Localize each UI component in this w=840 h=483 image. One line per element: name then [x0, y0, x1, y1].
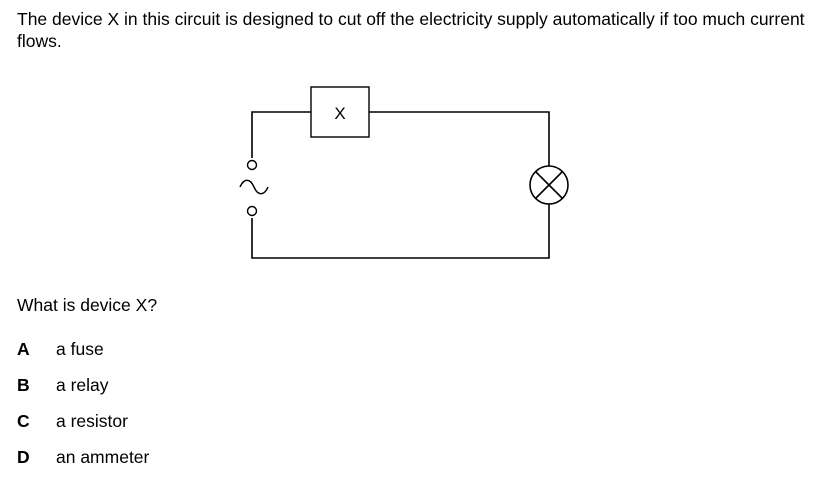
supply-terminal-top: [246, 159, 258, 171]
answer-options: A a fuse B a relay C a resistor D an amm…: [17, 338, 149, 483]
option-d[interactable]: D an ammeter: [17, 447, 149, 469]
ac-symbol: [239, 179, 269, 195]
option-letter: B: [17, 374, 30, 395]
lamp-icon: [529, 165, 569, 205]
option-letter: A: [17, 338, 30, 359]
option-c[interactable]: C a resistor: [17, 411, 149, 433]
option-letter: D: [17, 447, 30, 468]
option-text: a relay: [56, 374, 109, 395]
device-x-label: X: [334, 104, 345, 123]
wire-right-lower: [251, 204, 550, 259]
supply-terminal-bottom: [246, 205, 258, 217]
option-text: an ammeter: [56, 447, 150, 468]
wire-top-left: [251, 111, 311, 158]
option-b[interactable]: B a relay: [17, 374, 149, 396]
option-a[interactable]: A a fuse: [17, 338, 149, 360]
option-text: a fuse: [56, 338, 104, 359]
option-letter: C: [17, 411, 30, 432]
wire-top-right: [369, 111, 550, 166]
device-x-box: [310, 86, 370, 138]
question-prompt: What is device X?: [17, 295, 158, 315]
option-text: a resistor: [56, 411, 128, 432]
question-stem: The device X in this circuit is designed…: [17, 9, 805, 51]
